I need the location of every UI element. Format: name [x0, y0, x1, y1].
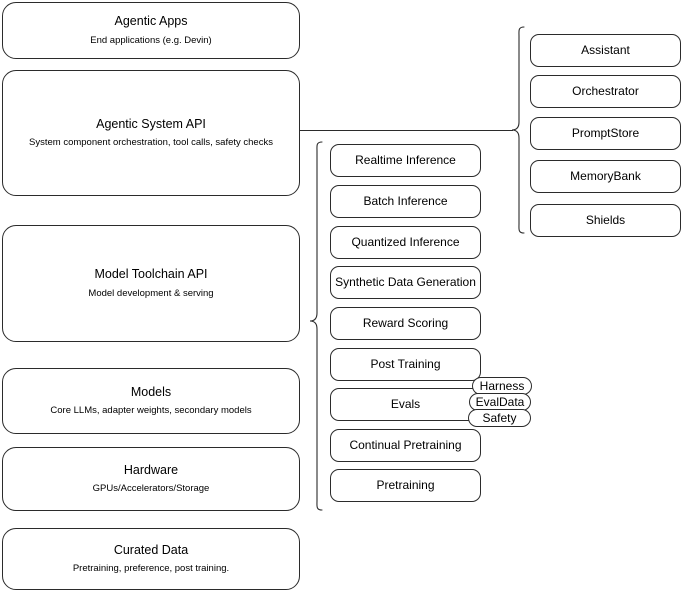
layer-subtitle: Model development & serving	[88, 287, 214, 299]
layer-models[interactable]: Models Core LLMs, adapter weights, secon…	[2, 368, 300, 434]
chip-label: Realtime Inference	[355, 153, 456, 167]
badge-safety[interactable]: Safety	[468, 409, 531, 427]
chip-realtime-inference[interactable]: Realtime Inference	[330, 144, 481, 177]
chip-label: Reward Scoring	[362, 316, 449, 330]
chip-pretraining[interactable]: Pretraining	[330, 469, 481, 502]
chip-label: Shields	[585, 213, 626, 227]
chip-memorybank[interactable]: MemoryBank	[530, 160, 681, 193]
chip-continual-pretraining[interactable]: Continual Pretraining	[330, 429, 481, 462]
layer-subtitle: Core LLMs, adapter weights, secondary mo…	[50, 405, 252, 417]
chip-label: Pretraining	[376, 478, 435, 492]
badge-evaldata[interactable]: EvalData	[469, 393, 531, 411]
chip-label: Quantized Inference	[351, 235, 460, 249]
chip-synthetic-data-generation[interactable]: Synthetic Data Generation	[330, 266, 481, 299]
layer-hardware[interactable]: Hardware GPUs/Accelerators/Storage	[2, 447, 300, 511]
layer-subtitle: Pretraining, preference, post training.	[72, 563, 230, 575]
layer-title: Curated Data	[113, 542, 189, 557]
chip-orchestrator[interactable]: Orchestrator	[530, 75, 681, 108]
chip-quantized-inference[interactable]: Quantized Inference	[330, 226, 481, 259]
chip-label: Evals	[390, 397, 421, 411]
chip-label: Assistant	[581, 43, 630, 57]
layer-subtitle: GPUs/Accelerators/Storage	[92, 483, 210, 495]
chip-promptstore[interactable]: PromptStore	[530, 117, 681, 150]
layer-title: Agentic System API	[96, 116, 206, 131]
badge-label: EvalData	[475, 395, 525, 409]
layer-curated-data[interactable]: Curated Data Pretraining, preference, po…	[2, 528, 300, 590]
chip-batch-inference[interactable]: Batch Inference	[330, 185, 481, 218]
chip-label: MemoryBank	[570, 169, 641, 183]
brace-toolchain-capabilities	[309, 141, 323, 511]
chip-label: Post Training	[370, 357, 441, 371]
badge-label: Harness	[479, 379, 525, 393]
chip-label: Continual Pretraining	[349, 438, 462, 452]
layer-subtitle: End applications (e.g. Devin)	[90, 34, 212, 46]
chip-label: PromptStore	[571, 126, 640, 140]
chip-post-training[interactable]: Post Training	[330, 348, 481, 381]
connector-system-api-to-components	[300, 130, 513, 131]
layer-agentic-system-api[interactable]: Agentic System API System component orch…	[2, 70, 300, 196]
layer-title: Agentic Apps	[114, 14, 188, 29]
chip-label: Orchestrator	[572, 84, 639, 98]
chip-shields[interactable]: Shields	[530, 204, 681, 237]
layer-agentic-apps[interactable]: Agentic Apps End applications (e.g. Devi…	[2, 2, 300, 59]
chip-reward-scoring[interactable]: Reward Scoring	[330, 307, 481, 340]
layer-subtitle: System component orchestration, tool cal…	[29, 137, 273, 149]
chip-label: Batch Inference	[363, 194, 448, 208]
brace-system-components	[511, 26, 525, 234]
layer-title: Model Toolchain API	[94, 267, 208, 282]
chip-evals[interactable]: Evals	[330, 388, 481, 421]
layer-title: Hardware	[123, 462, 179, 477]
badge-label: Safety	[482, 411, 517, 425]
layer-title: Models	[130, 384, 172, 399]
chip-label: Synthetic Data Generation	[335, 275, 476, 289]
chip-assistant[interactable]: Assistant	[530, 34, 681, 67]
layer-model-toolchain-api[interactable]: Model Toolchain API Model development & …	[2, 225, 300, 342]
